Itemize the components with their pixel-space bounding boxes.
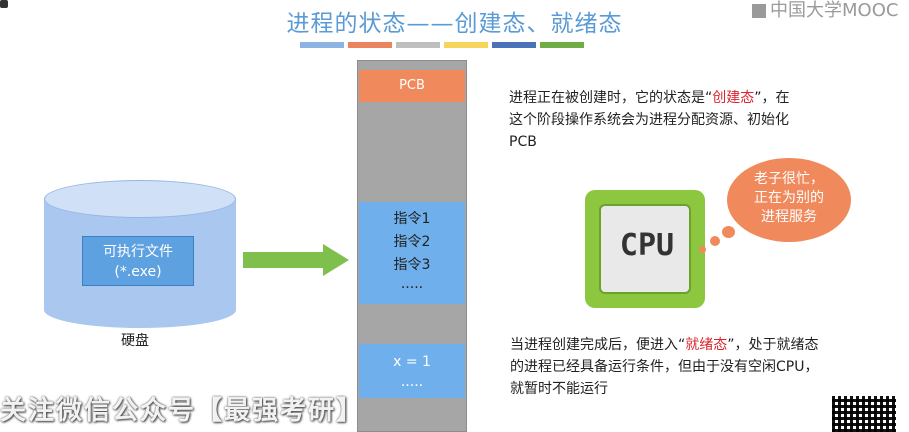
cpu-die: CPU <box>599 204 691 294</box>
para1-text-tail: ”，在这个阶段操作系统会为进程分配资源、初始化PCB <box>509 90 790 150</box>
disk-label: 硬盘 <box>121 333 149 349</box>
instruction-item: 指令3 <box>393 257 431 273</box>
para2-text-tail: ”，处于就绪态的进程已经具备运行条件，但由于没有空闲CPU，就暂时不能运行 <box>510 337 819 397</box>
ready-state-description: 当进程创建完成后，便进入“就绪态”，处于就绪态的进程已经具备运行条件，但由于没有… <box>510 334 830 400</box>
qr-code-icon <box>832 396 896 432</box>
thought-dot <box>699 246 706 253</box>
instruction-item: 指令1 <box>393 211 431 227</box>
instruction-item: 指令2 <box>393 234 431 250</box>
wechat-watermark: 关注微信公众号【最强考研】 <box>0 396 365 426</box>
para2-text: 当进程创建完成后，便进入“ <box>510 337 686 353</box>
thought-dot <box>722 226 735 238</box>
instruction-ellipsis: ..... <box>400 276 424 292</box>
color-bar-segment <box>348 42 392 48</box>
color-bar-segment <box>540 42 584 48</box>
bubble-line: 进程服务 <box>761 209 817 225</box>
para1-text: 进程正在被创建时，它的状态是“ <box>509 90 713 106</box>
ready-state-term: 就绪态 <box>685 337 728 353</box>
created-state-description: 进程正在被创建时，它的状态是“创建态”，在这个阶段操作系统会为进程分配资源、初始… <box>509 87 799 153</box>
cpu-icon: CPU <box>585 190 705 308</box>
hard-disk-icon <box>44 180 236 328</box>
data-ellipsis: ..... <box>400 374 424 390</box>
window-corner-icon <box>0 0 8 8</box>
exe-label: 可执行文件 <box>103 244 173 260</box>
executable-file-box: 可执行文件 (*.exe) <box>82 236 194 286</box>
data-block: x = 1 ..... <box>359 344 465 398</box>
created-state-term: 创建态 <box>712 90 755 106</box>
pcb-block: PCB <box>359 70 465 102</box>
color-bar-segment <box>492 42 536 48</box>
slide-title: 进程的状态——创建态、就绪态 <box>286 11 623 37</box>
mooc-logo-text: 中国大学MOOC <box>770 0 899 21</box>
disk-top <box>44 180 236 218</box>
title-color-bar <box>300 42 584 48</box>
mooc-logo: 中国大学MOOC <box>752 0 898 22</box>
bubble-line: 老子很忙， <box>754 171 824 187</box>
right-arrow-icon <box>243 244 349 276</box>
mooc-logo-icon <box>752 4 766 18</box>
thought-dot <box>710 236 720 246</box>
bubble-line: 正在为别的 <box>754 190 824 206</box>
cpu-label: CPU <box>619 228 675 263</box>
color-bar-segment <box>444 42 488 48</box>
cpu-thought-bubble: 老子很忙， 正在为别的 进程服务 <box>727 158 851 242</box>
instruction-block: 指令1 指令2 指令3 ..... <box>359 202 465 304</box>
color-bar-segment <box>300 42 344 48</box>
exe-extension: (*.exe) <box>114 264 162 280</box>
color-bar-segment <box>396 42 440 48</box>
data-item: x = 1 <box>393 354 431 370</box>
